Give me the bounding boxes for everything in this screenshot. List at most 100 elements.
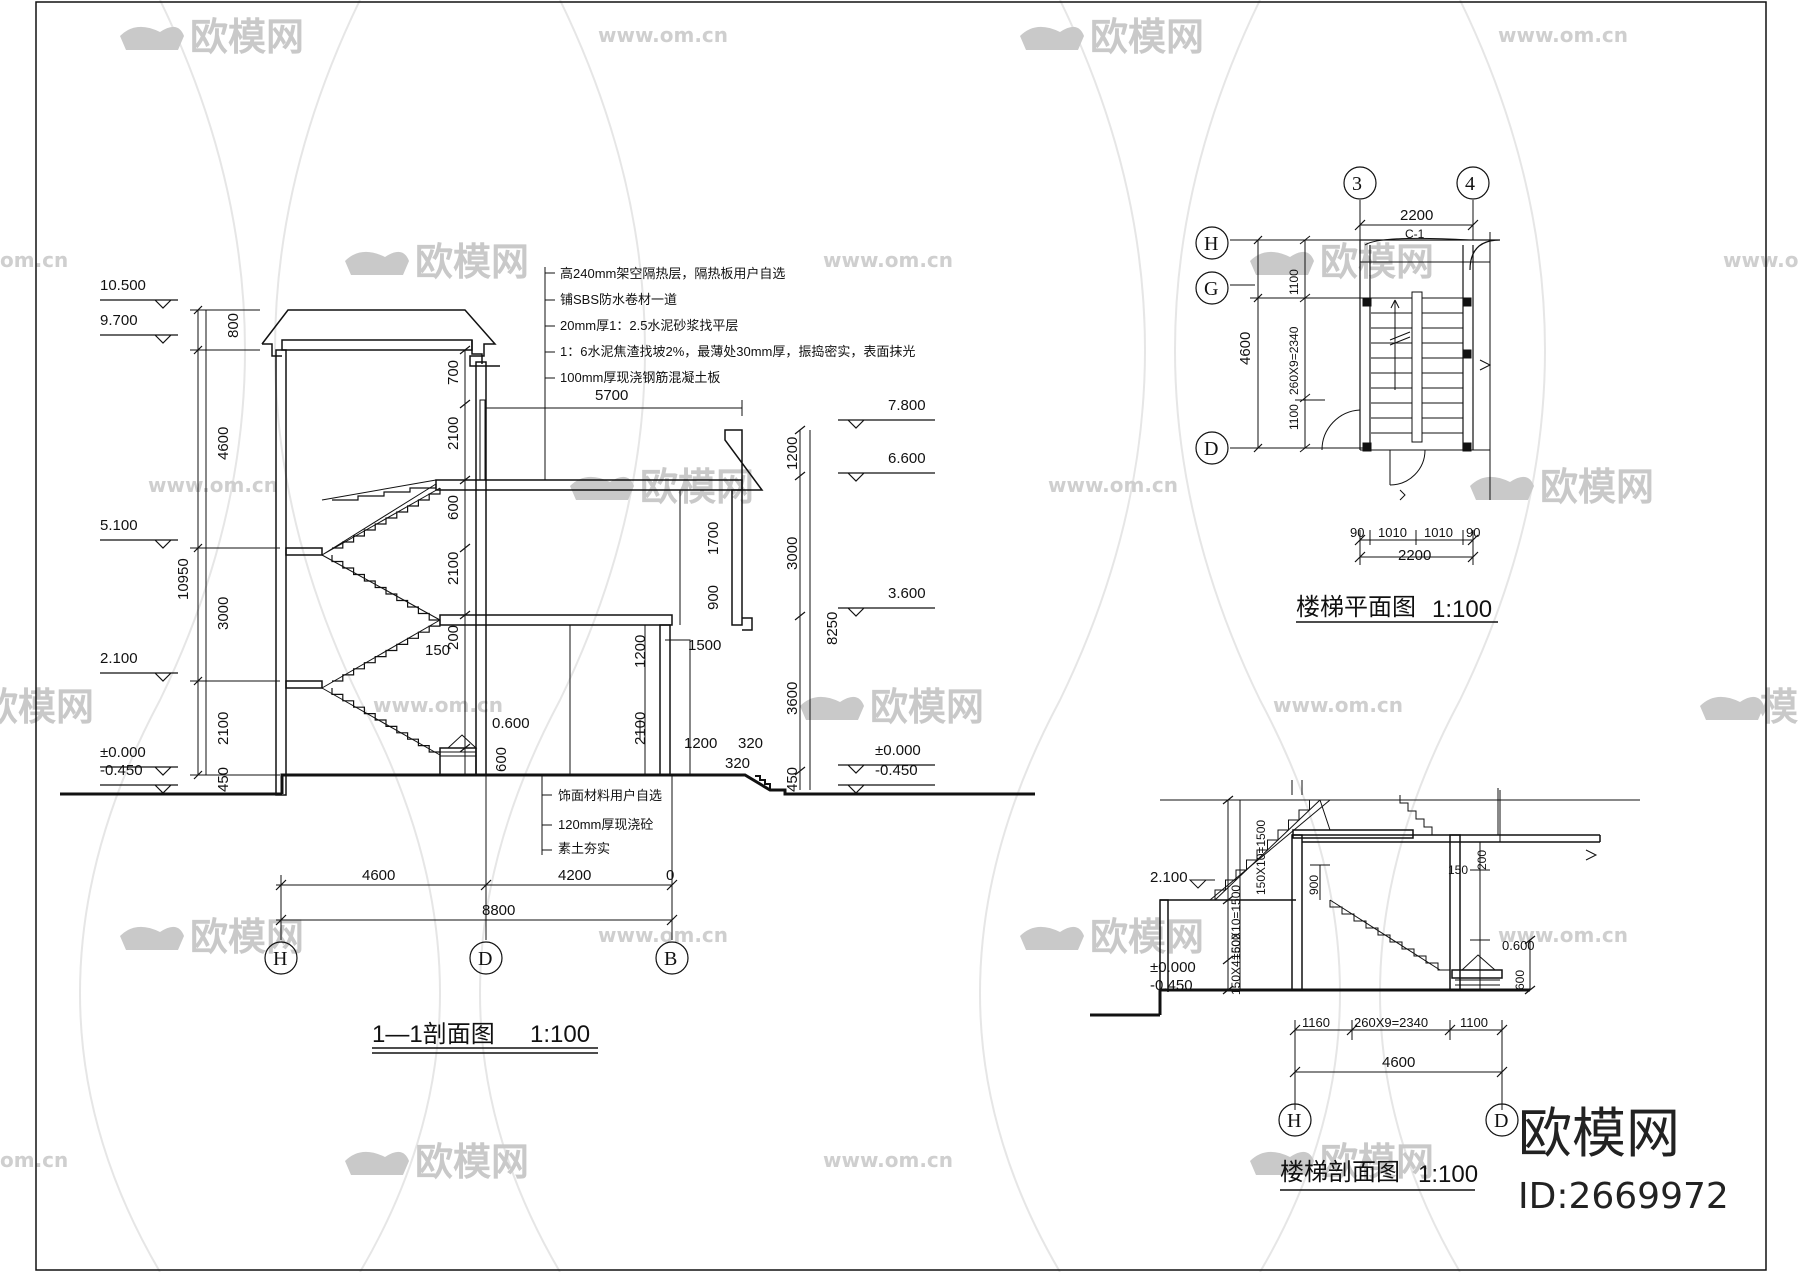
roof-note: 20mm厚1：2.5水泥砂浆找平层 (560, 318, 738, 333)
roof-note: 1：6水泥焦渣找坡2%，最薄处30mm厚，振捣密实，表面抹光 (560, 344, 915, 359)
stair-section (1090, 780, 1640, 1191)
dim-total: 4600 (1382, 1054, 1415, 1071)
dim-label: 900 (705, 585, 722, 610)
stair-section-labels: 2.100 ±0.000 -0.450 150X10=1500 150X10=1… (1150, 820, 1535, 1188)
elevation-label: 3.600 (888, 585, 926, 602)
svg-text:欧模网: 欧模网 (415, 1140, 529, 1184)
dim-label: 200 (1475, 850, 1489, 870)
axis-label: H (1204, 233, 1218, 255)
dim-total: 4600 (1237, 332, 1254, 365)
stair-plan-labels: 3 4 H G D 2200 C-1 4600 1100 260X9=2340 … (1204, 173, 1498, 623)
roof-note: 铺SBS防水卷材一道 (560, 292, 677, 307)
roof-note: 100mm厚现浇钢筋混凝土板 (560, 370, 720, 385)
elevation-label: ±0.000 (1150, 959, 1196, 976)
elevation-label: -0.450 (100, 762, 143, 779)
elevation-label: 9.700 (100, 312, 138, 329)
dim-label: 2100 (215, 712, 232, 745)
dim-label: 150X10=1500 (1229, 885, 1243, 960)
svg-text:欧模网: 欧模网 (640, 465, 754, 509)
wm-url: www.om.cn (598, 923, 728, 947)
wm-url: www.om.cn (823, 1148, 953, 1172)
elevation-label: 0.600 (1502, 938, 1535, 953)
dim-label: 8800 (482, 902, 515, 919)
dim-label: 1200 (632, 635, 649, 668)
dim-label: 2200 (1400, 207, 1433, 224)
dim-label: 600 (493, 747, 510, 772)
dim-total: 2200 (1398, 547, 1431, 564)
svg-text:欧模网: 欧模网 (1540, 465, 1654, 509)
dim-label: 1700 (705, 522, 722, 555)
dim-label: 450 (215, 767, 232, 792)
dim-label: 150X4=600 (1229, 933, 1243, 995)
elevation-label: ±0.000 (100, 744, 146, 761)
elevation-marker (838, 472, 935, 482)
drawing-title: 楼梯剖面图 (1280, 1159, 1400, 1186)
dim-label: 1010 (1378, 525, 1407, 540)
dim-label: 1100 (1287, 404, 1301, 430)
elevation-marker (838, 419, 935, 429)
wm-logo: 欧模网 (120, 915, 304, 959)
stair-flight (1214, 795, 1450, 971)
elevation-marker (100, 672, 178, 682)
elevation-label: 10.500 (100, 277, 146, 294)
wm-url: www.om.cn (823, 248, 953, 272)
dim-label: 2100 (445, 417, 462, 450)
window-label: C-1 (1405, 227, 1425, 241)
elevation-marker (100, 539, 178, 549)
dim-total: 10950 (175, 558, 192, 600)
wm-url: www.om.cn (1273, 693, 1403, 717)
axis-label: H (273, 948, 287, 970)
dim-label: 2100 (445, 552, 462, 585)
drawing-title: 楼梯平面图 (1296, 594, 1416, 621)
dim-label: 0 (666, 867, 674, 884)
axis-label: D (1494, 1110, 1508, 1132)
wm-logo: 欧模网 (120, 15, 304, 59)
svg-text:欧模网: 欧模网 (1320, 1140, 1434, 1184)
floor-note: 120mm厚现浇砼 (558, 817, 653, 832)
drawing-scale: 1:100 (1432, 596, 1492, 623)
dim-label: 90 (1350, 525, 1364, 540)
dim-label: 1010 (1424, 525, 1453, 540)
elevation-label: 7.800 (888, 397, 926, 414)
svg-text:欧模网: 欧模网 (1090, 915, 1204, 959)
wm-logo: 欧模网 (1020, 15, 1204, 59)
svg-text:欧模网: 欧模网 (190, 15, 304, 59)
wm-url: www.om.cn (1048, 473, 1178, 497)
stair-plan (1195, 166, 1501, 565)
axis-label: D (1204, 438, 1218, 460)
dim-label: 700 (445, 360, 462, 385)
wm-logo: 欧模网 (1470, 465, 1654, 509)
roof-note: 高240mm架空隔热层，隔热板用户自选 (560, 266, 785, 281)
dim-label: 0.600 (492, 715, 530, 732)
drawing-frame (35, 1, 1767, 1271)
elevation-label: -0.450 (1150, 977, 1193, 994)
elevation-marker (100, 766, 178, 776)
dim-label: 4600 (362, 867, 395, 884)
elevation-label: -0.450 (875, 762, 918, 779)
wm-url: www.om.cn (148, 473, 278, 497)
dim-label: 900 (1307, 875, 1321, 895)
dim-label: 5700 (595, 387, 628, 404)
dim-label: 4200 (558, 867, 591, 884)
elevation-marker (838, 764, 935, 774)
dim-label: 4600 (215, 427, 232, 460)
svg-text:欧模网: 欧模网 (415, 240, 529, 284)
dim-label: 200 (445, 625, 462, 650)
drawing-scale: 1:100 (1418, 1161, 1478, 1188)
dim-label: 600 (1513, 970, 1527, 990)
svg-text:欧模网: 欧模网 (1090, 15, 1204, 59)
wm-logo: 欧模网 (1020, 915, 1204, 959)
wm-logo: 模网 (1700, 685, 1800, 729)
elevation-label: ±0.000 (875, 742, 921, 759)
dim-label: 320 (738, 735, 763, 752)
dim-label: 450 (784, 767, 801, 792)
wm-url: www.om.cn (1498, 23, 1628, 47)
dim-label: 2100 (632, 712, 649, 745)
svg-text:欧模网: 欧模网 (870, 685, 984, 729)
dim-label: 1500 (688, 637, 721, 654)
svg-text:欧模网: 欧模网 (190, 915, 304, 959)
floor-note: 饰面材料用户自选 (558, 788, 662, 803)
axis-label: D (478, 948, 492, 970)
dim-total: 8250 (824, 612, 841, 645)
